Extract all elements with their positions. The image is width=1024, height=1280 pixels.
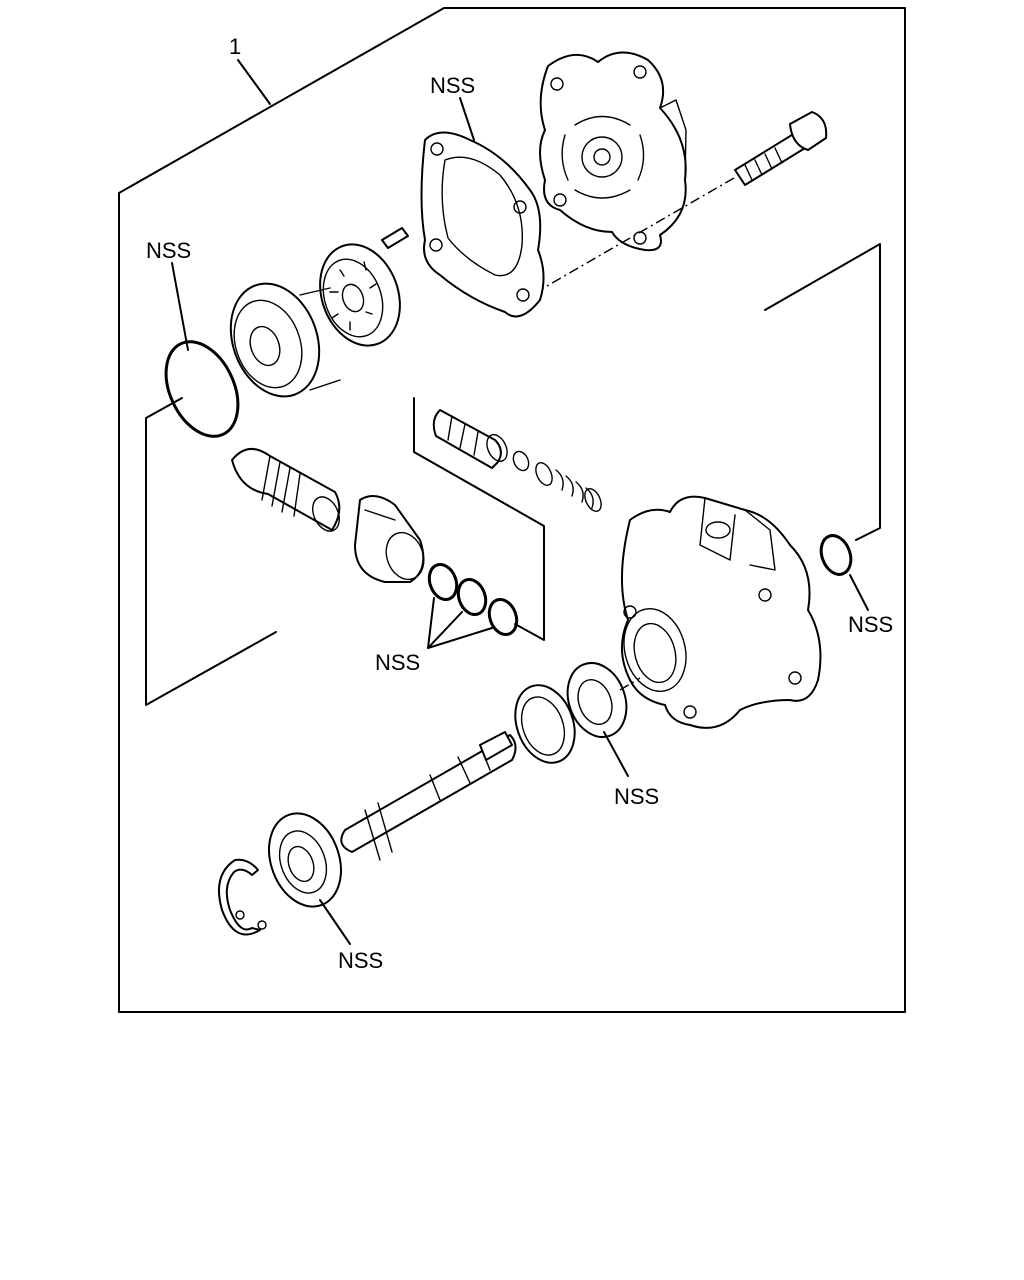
rotor-plate	[319, 243, 401, 347]
snap-ring	[218, 858, 261, 936]
valve-group-bracket	[413, 397, 545, 641]
spool-washer	[535, 462, 553, 486]
left-group-bracket	[145, 397, 277, 706]
large-o-ring-leader	[171, 262, 189, 351]
valve-o-rings-callout: NSS	[375, 650, 420, 675]
oil-seal-callout: NSS	[614, 784, 659, 809]
assembly-number-label: 1	[229, 34, 241, 59]
oil-seal-leader	[603, 731, 629, 777]
rear-cover	[539, 51, 687, 252]
flow-control-spool	[432, 409, 508, 469]
bearing-leader	[319, 899, 351, 945]
bearing	[268, 812, 342, 908]
relief-valve	[231, 448, 341, 532]
flow-control-spring	[555, 469, 602, 512]
dowel-pin	[381, 227, 409, 249]
snap-ring-hole-2	[257, 920, 267, 930]
bolt	[734, 111, 828, 186]
body-o-ring-callout: NSS	[848, 612, 893, 637]
small-o-ring-2	[456, 578, 488, 616]
large-o-ring-callout: NSS	[146, 238, 191, 263]
bearing-callout: NSS	[338, 948, 383, 973]
spool-clip	[512, 450, 530, 472]
assembly-frame	[118, 7, 906, 1013]
pump-body	[620, 495, 822, 729]
valve-o-rings-leader	[427, 597, 493, 649]
right-group-bracket	[764, 243, 881, 541]
body-o-ring	[819, 534, 853, 576]
small-o-ring-3	[487, 598, 519, 636]
pressure-plate	[229, 282, 341, 398]
gasket-leader	[459, 97, 475, 141]
gasket	[420, 131, 545, 318]
snap-ring-hole-1	[235, 910, 245, 920]
small-o-ring-1	[427, 563, 459, 601]
assembly-leader	[237, 59, 271, 105]
oil-seal	[566, 662, 628, 738]
union-fitting	[354, 495, 425, 583]
thrust-washer-inner	[520, 696, 566, 756]
body-o-ring-leader	[849, 574, 869, 611]
gasket-callout: NSS	[430, 73, 475, 98]
drive-shaft	[340, 731, 517, 861]
shaft-axis	[619, 677, 641, 691]
oil-seal-inner	[577, 679, 613, 725]
bolt-axis	[539, 177, 735, 291]
